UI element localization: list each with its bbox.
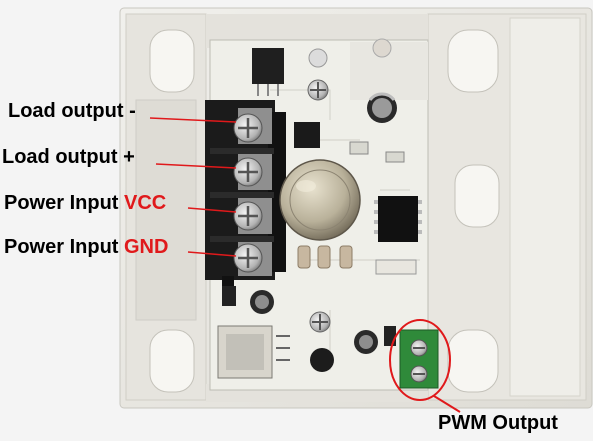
right-slot-middle: [454, 164, 500, 228]
terminal-screw-4: [233, 243, 263, 273]
left-slot-bottom: [149, 329, 195, 393]
terminal-screw-1: [233, 113, 263, 143]
regulator: [294, 122, 320, 148]
label-gnd: GND: [124, 236, 169, 258]
capacitor-top: [367, 92, 397, 123]
transistor-bottom: [310, 348, 334, 372]
label-power-input-text: Power Input: [4, 192, 124, 214]
capacitor-bottom: [354, 330, 378, 354]
terminal-block: [205, 100, 286, 292]
capacitor-left: [250, 290, 274, 314]
leader-gnd: [187, 251, 237, 257]
leader-vcc: [187, 207, 237, 213]
label-power-input-text: Power Input: [4, 236, 124, 258]
right-slot-top: [447, 29, 499, 93]
pwm-terminal: [399, 329, 439, 389]
led-2: [372, 38, 392, 58]
terminal-screw-3: [233, 201, 263, 231]
top-transistor: [252, 48, 284, 84]
leader-load-pos: [155, 163, 237, 169]
led-1: [308, 48, 328, 68]
label-pwm-output: PWM Output: [438, 412, 558, 434]
pwm-highlight-ring: [389, 319, 451, 401]
label-vcc: VCC: [124, 192, 167, 214]
label-power-input-gnd: Power Input GND: [4, 236, 168, 258]
label-load-output-neg: Load output -: [8, 100, 136, 122]
ic-chip: [374, 196, 422, 242]
label-power-input-vcc: Power Input VCC: [4, 192, 166, 214]
leader-load-neg: [149, 117, 237, 123]
left-slot-top: [149, 29, 195, 93]
pwm-leader-line: [433, 395, 461, 413]
dimmer-knob: [279, 159, 361, 241]
label-load-output-pos: Load output +: [2, 146, 135, 168]
right-slot-bottom: [447, 329, 499, 393]
terminal-screw-2: [233, 157, 263, 187]
